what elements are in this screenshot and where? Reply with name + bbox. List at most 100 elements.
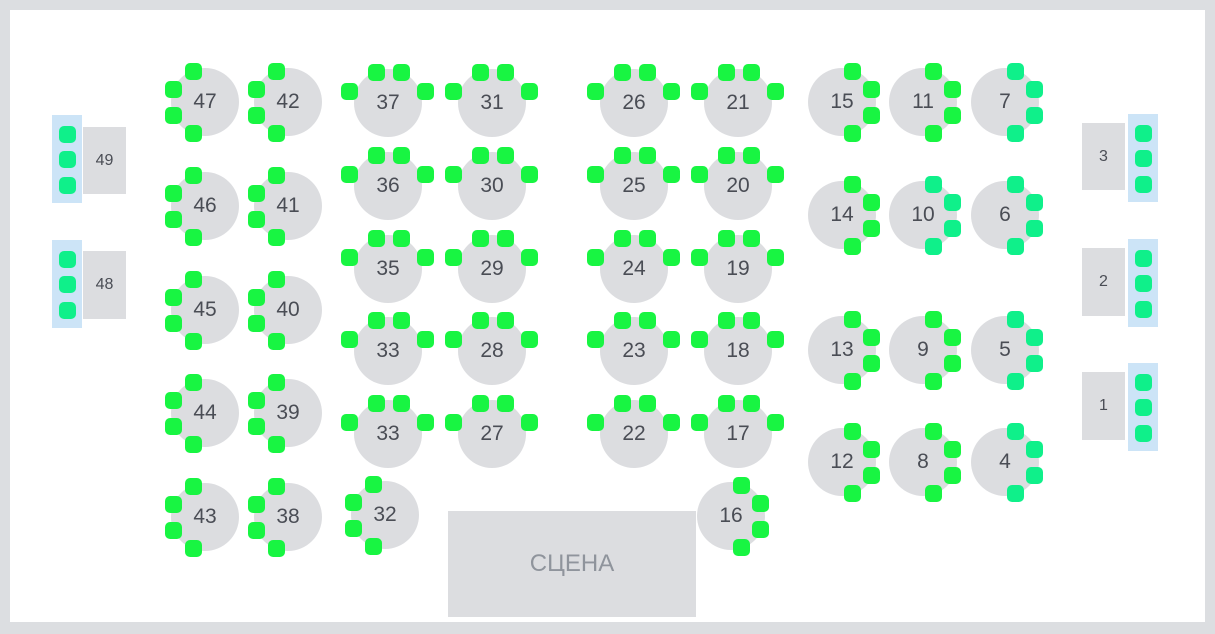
seat-19-4[interactable] bbox=[766, 248, 784, 266]
seat-33-1[interactable] bbox=[367, 311, 385, 329]
table-18[interactable]: 18 bbox=[704, 317, 772, 385]
seat-36-2[interactable] bbox=[392, 146, 410, 164]
seat-32-1[interactable] bbox=[364, 475, 382, 493]
seat-20-4[interactable] bbox=[766, 165, 784, 183]
seat-40-1[interactable] bbox=[267, 270, 285, 288]
seat-45-2[interactable] bbox=[164, 288, 182, 306]
seat-48-3[interactable] bbox=[58, 301, 76, 319]
seat-46-3[interactable] bbox=[164, 210, 182, 228]
table-1[interactable]: 1 bbox=[1082, 372, 1125, 440]
seat-39-4[interactable] bbox=[267, 435, 285, 453]
seat-27-2[interactable] bbox=[496, 394, 514, 412]
table-17[interactable]: 17 bbox=[704, 400, 772, 468]
table-6[interactable]: 6 bbox=[971, 181, 1039, 249]
seat-26-3[interactable] bbox=[586, 82, 604, 100]
table-47[interactable]: 47 bbox=[171, 68, 239, 136]
seat-7-4[interactable] bbox=[1006, 124, 1024, 142]
seat-44-1[interactable] bbox=[184, 373, 202, 391]
table-14[interactable]: 14 bbox=[808, 181, 876, 249]
table-3[interactable]: 3 bbox=[1082, 123, 1125, 190]
seat-28-4[interactable] bbox=[520, 330, 538, 348]
seat-10-3[interactable] bbox=[943, 219, 961, 237]
seat-30-1[interactable] bbox=[471, 146, 489, 164]
seat-14-2[interactable] bbox=[862, 193, 880, 211]
seat-30-4[interactable] bbox=[520, 165, 538, 183]
seat-29-3[interactable] bbox=[444, 248, 462, 266]
seat-30-2[interactable] bbox=[496, 146, 514, 164]
seat-21-1[interactable] bbox=[717, 63, 735, 81]
seat-9-1[interactable] bbox=[924, 310, 942, 328]
seat-4-3[interactable] bbox=[1025, 466, 1043, 484]
seat-33-1[interactable] bbox=[367, 394, 385, 412]
table-29[interactable]: 29 bbox=[458, 235, 526, 303]
seat-7-2[interactable] bbox=[1025, 80, 1043, 98]
table-4[interactable]: 4 bbox=[971, 428, 1039, 496]
table-45[interactable]: 45 bbox=[171, 276, 239, 344]
table-7[interactable]: 7 bbox=[971, 68, 1039, 136]
seat-5-1[interactable] bbox=[1006, 310, 1024, 328]
seat-12-3[interactable] bbox=[862, 466, 880, 484]
seat-18-3[interactable] bbox=[690, 330, 708, 348]
seat-17-2[interactable] bbox=[742, 394, 760, 412]
seat-40-3[interactable] bbox=[247, 314, 265, 332]
seat-27-3[interactable] bbox=[444, 413, 462, 431]
seat-21-3[interactable] bbox=[690, 82, 708, 100]
seat-8-4[interactable] bbox=[924, 484, 942, 502]
seat-19-2[interactable] bbox=[742, 229, 760, 247]
seat-6-1[interactable] bbox=[1006, 175, 1024, 193]
table-16[interactable]: 16 bbox=[697, 482, 765, 550]
table-38[interactable]: 38 bbox=[254, 483, 322, 551]
seat-16-1[interactable] bbox=[732, 476, 750, 494]
table-24[interactable]: 24 bbox=[600, 235, 668, 303]
seat-46-2[interactable] bbox=[164, 184, 182, 202]
seat-24-3[interactable] bbox=[586, 248, 604, 266]
seat-17-3[interactable] bbox=[690, 413, 708, 431]
seat-4-4[interactable] bbox=[1006, 484, 1024, 502]
seat-31-2[interactable] bbox=[496, 63, 514, 81]
seat-3-3[interactable] bbox=[1134, 175, 1152, 193]
table-43[interactable]: 43 bbox=[171, 483, 239, 551]
table-48[interactable]: 48 bbox=[83, 251, 126, 319]
seat-9-3[interactable] bbox=[943, 354, 961, 372]
table-46[interactable]: 46 bbox=[171, 172, 239, 240]
seat-32-2[interactable] bbox=[344, 493, 362, 511]
seat-25-2[interactable] bbox=[638, 146, 656, 164]
seat-6-3[interactable] bbox=[1025, 219, 1043, 237]
seat-27-1[interactable] bbox=[471, 394, 489, 412]
table-27[interactable]: 27 bbox=[458, 400, 526, 468]
seat-21-2[interactable] bbox=[742, 63, 760, 81]
seat-12-1[interactable] bbox=[843, 422, 861, 440]
seat-22-1[interactable] bbox=[613, 394, 631, 412]
table-36[interactable]: 36 bbox=[354, 152, 422, 220]
seat-37-2[interactable] bbox=[392, 63, 410, 81]
seat-17-4[interactable] bbox=[766, 413, 784, 431]
table-22[interactable]: 22 bbox=[600, 400, 668, 468]
seat-16-2[interactable] bbox=[751, 494, 769, 512]
seat-24-2[interactable] bbox=[638, 229, 656, 247]
table-12[interactable]: 12 bbox=[808, 428, 876, 496]
table-20[interactable]: 20 bbox=[704, 152, 772, 220]
seat-3-1[interactable] bbox=[1134, 124, 1152, 142]
seat-46-4[interactable] bbox=[184, 228, 202, 246]
seat-27-4[interactable] bbox=[520, 413, 538, 431]
seat-38-4[interactable] bbox=[267, 539, 285, 557]
seat-13-3[interactable] bbox=[862, 354, 880, 372]
seat-16-3[interactable] bbox=[751, 520, 769, 538]
seat-33-2[interactable] bbox=[392, 394, 410, 412]
seat-31-4[interactable] bbox=[520, 82, 538, 100]
seat-41-2[interactable] bbox=[247, 184, 265, 202]
seat-13-1[interactable] bbox=[843, 310, 861, 328]
seat-5-4[interactable] bbox=[1006, 372, 1024, 390]
seat-43-4[interactable] bbox=[184, 539, 202, 557]
seat-33-4[interactable] bbox=[416, 330, 434, 348]
seat-40-4[interactable] bbox=[267, 332, 285, 350]
seat-39-3[interactable] bbox=[247, 417, 265, 435]
seat-38-1[interactable] bbox=[267, 477, 285, 495]
seat-4-2[interactable] bbox=[1025, 440, 1043, 458]
seat-43-1[interactable] bbox=[184, 477, 202, 495]
seat-42-1[interactable] bbox=[267, 62, 285, 80]
seat-38-2[interactable] bbox=[247, 495, 265, 513]
seat-8-1[interactable] bbox=[924, 422, 942, 440]
seat-23-2[interactable] bbox=[638, 311, 656, 329]
seat-22-4[interactable] bbox=[662, 413, 680, 431]
